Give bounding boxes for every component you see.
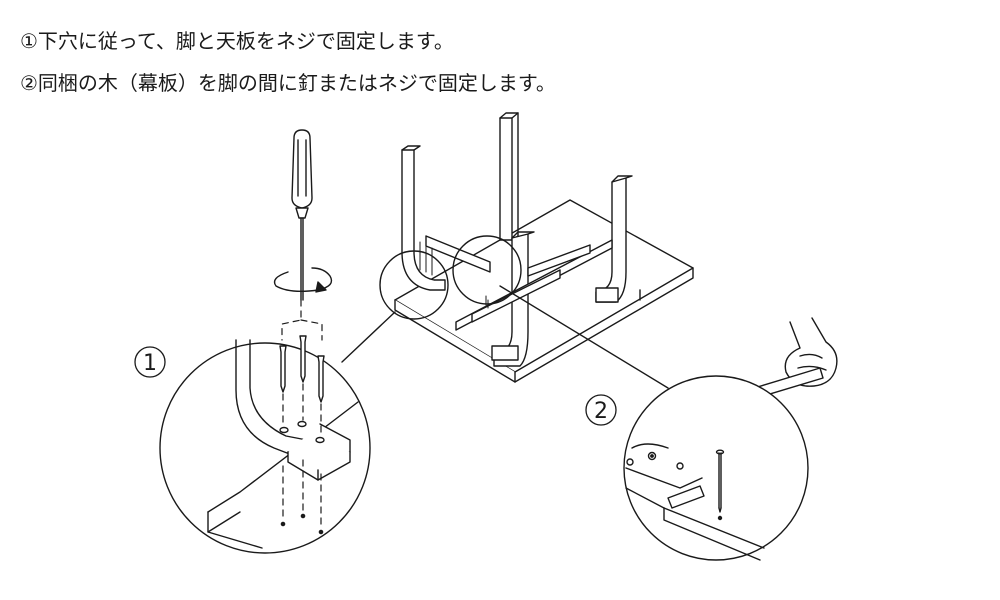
detail-circle-1-marker	[379, 250, 449, 320]
instructions-block: ①下穴に従って、脚と天板をネジで固定します。 ②同梱の木（幕板）を脚の間に釘また…	[20, 20, 556, 104]
leg-front-right	[595, 175, 633, 303]
screw-1	[279, 345, 287, 393]
screw-3	[317, 355, 325, 403]
leg-back-right	[499, 112, 519, 241]
rotation-arrow-icon	[273, 267, 333, 293]
screwdriver-icon	[291, 129, 313, 301]
detail-circle-1	[159, 335, 371, 554]
instruction-step-1: ①下穴に従って、脚と天板をネジで固定します。	[20, 29, 454, 53]
apron-board-3	[527, 244, 591, 277]
leg-front-left	[491, 231, 535, 367]
callout-2: 2	[585, 394, 617, 426]
leg-back-left	[401, 145, 446, 291]
instruction-step-2: ②同梱の木（幕板）を脚の間に釘またはネジで固定します。	[20, 71, 556, 95]
callout-2-label: 2	[594, 399, 608, 424]
screw-2	[299, 335, 307, 383]
table-assembly-illustration	[341, 112, 694, 389]
detail-circle-2-marker	[452, 235, 522, 305]
detail-circle-2	[623, 375, 809, 561]
callout-1: 1	[134, 346, 166, 378]
nail	[715, 449, 725, 513]
apron-board-1	[425, 235, 491, 273]
hand-icon	[784, 317, 838, 387]
callout-1-label: 1	[143, 351, 157, 376]
